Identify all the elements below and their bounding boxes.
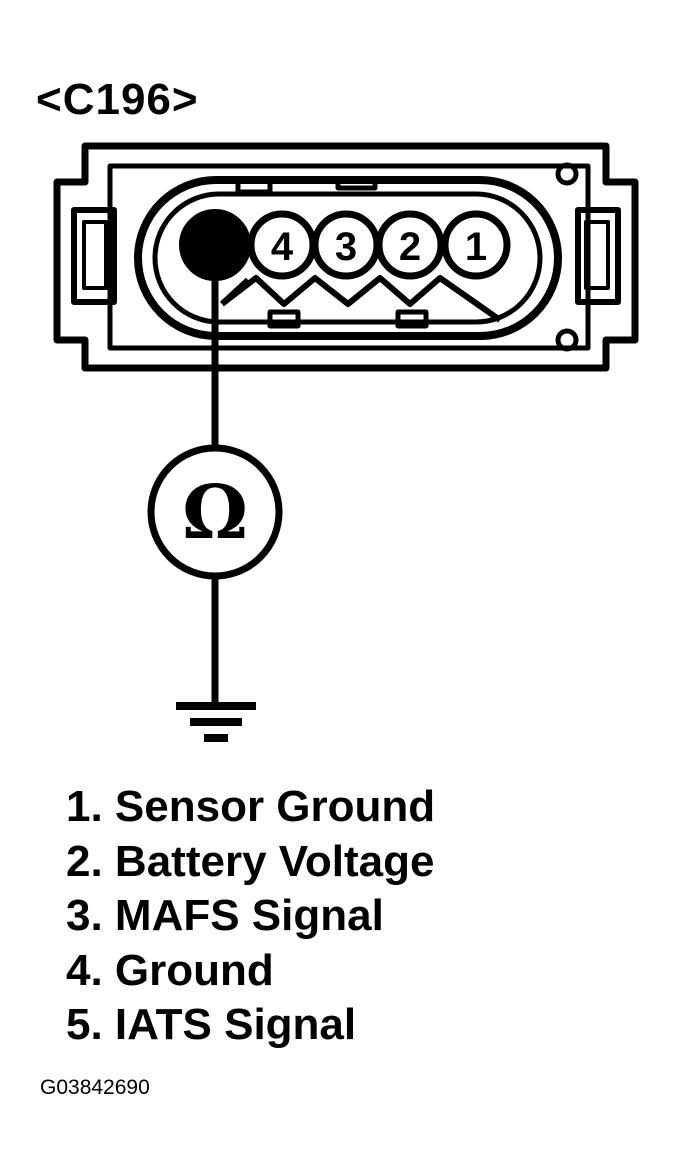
- pin-2: [375, 210, 445, 280]
- probe-cavity: [179, 209, 251, 281]
- pin-3-number: 3: [335, 225, 357, 269]
- pin-cavity-outer: [134, 176, 562, 340]
- left-latch: [71, 207, 117, 305]
- pin-cavity-inner: [152, 191, 543, 325]
- terminal-trace-left: [219, 277, 251, 307]
- right-latch: [575, 207, 621, 305]
- pin-4-number: 4: [271, 225, 294, 269]
- top-key: [235, 180, 378, 195]
- legend-item: 5. IATS Signal: [66, 1000, 357, 1049]
- left-latch-window: [82, 220, 108, 290]
- legend-item: 4. Ground: [66, 945, 274, 995]
- terminal-tab: [267, 309, 301, 329]
- pin-legend: 1. Sensor Ground 2. Battery Voltage 3. M…: [66, 780, 435, 1053]
- terminal-trace: [220, 275, 502, 323]
- mount-hole-bottom: [555, 328, 579, 352]
- terminal-tab: [395, 309, 429, 329]
- connector-housing-inner: [107, 163, 591, 351]
- ground-icon: [176, 702, 256, 742]
- figure-id: G03842690: [40, 1076, 150, 1099]
- ohm-symbol: Ω: [182, 470, 248, 556]
- connector-housing: [53, 142, 639, 372]
- pin-1: [441, 210, 511, 280]
- legend-item: 3. MAFS Signal: [66, 891, 384, 940]
- right-latch-window: [584, 220, 610, 290]
- pin-1-number: 1: [465, 225, 487, 269]
- mount-hole-top: [555, 162, 579, 186]
- connector-label: <C196>: [36, 75, 199, 124]
- legend-item: 1. Sensor Ground: [66, 782, 436, 831]
- pin-2-number: 2: [399, 225, 421, 269]
- legend-item: 2. Battery Voltage: [66, 836, 435, 886]
